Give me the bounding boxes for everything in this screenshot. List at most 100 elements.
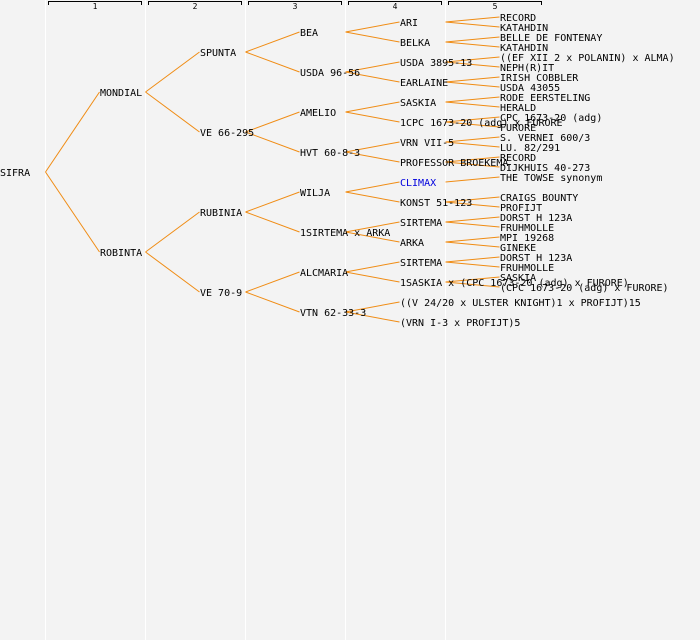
pedigree-edge	[345, 301, 400, 313]
pedigree-node-earlaine: EARLAINE	[400, 78, 448, 89]
pedigree-node-profijt: PROFIJT	[500, 203, 542, 214]
pedigree-edge	[245, 271, 300, 293]
generation-number: 3	[293, 2, 298, 11]
pedigree-edge	[345, 221, 400, 233]
pedigree-node-hvt-60-8-3: HVT 60-8-3	[300, 148, 360, 159]
pedigree-node-ve-70-9: VE 70-9	[200, 288, 242, 299]
pedigree-node-irish-cobbler: IRISH COBBLER	[500, 73, 579, 84]
pedigree-node-1sirtema-x-arka: 1SIRTEMA x ARKA	[300, 228, 390, 239]
pedigree-node-1saskia-x-cpc-1673-20-adg-x-furore: 1SASKIA x (CPC 1673-20 (adg) x FURORE)	[400, 278, 629, 289]
pedigree-edge	[245, 51, 300, 73]
pedigree-node-professor-broekema: PROFESSOR BROEKEMA	[400, 158, 508, 169]
pedigree-edge	[245, 211, 300, 233]
pedigree-edge	[445, 261, 500, 268]
pedigree-edge	[445, 101, 500, 108]
pedigree-node-katahdin: KATAHDIN	[500, 23, 548, 34]
pedigree-edge	[445, 141, 500, 148]
pedigree-node-bea: BEA	[300, 28, 318, 39]
pedigree-node-rode-eersteling: RODE EERSTELING	[500, 93, 590, 104]
pedigree-node-belka: BELKA	[400, 38, 430, 49]
pedigree-edge	[445, 216, 500, 223]
pedigree-node-furore: FURORE	[500, 123, 536, 134]
pedigree-node-dorst-h-123a: DORST H 123A	[500, 253, 572, 264]
pedigree-edge	[445, 196, 500, 203]
pedigree-edge	[445, 121, 500, 128]
pedigree-node-vtn-62-33-3: VTN 62-33-3	[300, 308, 366, 319]
pedigree-edge	[445, 241, 500, 248]
pedigree-edge	[445, 21, 500, 28]
pedigree-edge	[345, 61, 400, 73]
pedigree-node-record: RECORD	[500, 13, 536, 24]
pedigree-edge	[245, 191, 300, 213]
generation-bracket	[348, 1, 442, 5]
pedigree-node-fruhmolle: FRUHMOLLE	[500, 223, 554, 234]
pedigree-edge	[445, 81, 500, 88]
pedigree-edge	[345, 271, 400, 283]
generation-bracket	[48, 1, 142, 5]
generation-number: 2	[193, 2, 198, 11]
pedigree-node-usda-96-56: USDA 96-56	[300, 68, 360, 79]
generation-bracket	[448, 1, 542, 5]
pedigree-edge	[345, 311, 400, 323]
pedigree-edge	[445, 16, 500, 23]
pedigree-node-ari: ARI	[400, 18, 418, 29]
pedigree-node-record: RECORD	[500, 153, 536, 164]
pedigree-edge	[345, 111, 400, 123]
pedigree-node-ef-xii-2-x-polanin-x-alma: ((EF XII 2 x POLANIN) x ALMA)	[500, 53, 675, 64]
pedigree-node-mpi-19268: MPI 19268	[500, 233, 554, 244]
pedigree-edge	[445, 156, 500, 163]
pedigree-node-the-towse-synonym: THE TOWSE synonym	[500, 173, 602, 184]
pedigree-edge	[345, 151, 400, 163]
pedigree-node-v-24-20-x-ulster-knight-1-x-profijt-15: ((V 24/20 x ULSTER KNIGHT)1 x PROFIJT)15	[400, 298, 641, 309]
pedigree-edge	[445, 136, 500, 143]
pedigree-node-wilja: WILJA	[300, 188, 330, 199]
pedigree-node-vrn-vii-5: VRN VII-5	[400, 138, 454, 149]
pedigree-node-saskia: SASKIA	[400, 98, 436, 109]
pedigree-node-1cpc-1673-20-adg-x-furore: 1CPC 1673-20 (adg) x FURORE	[400, 118, 563, 129]
pedigree-edge	[145, 211, 200, 253]
pedigree-edge	[345, 71, 400, 83]
pedigree-edge	[445, 61, 500, 68]
pedigree-node-sirtema: SIRTEMA	[400, 218, 442, 229]
pedigree-node-usda-3895-13: USDA 3895-13	[400, 58, 472, 69]
generation-bracket	[248, 1, 342, 5]
pedigree-node-fruhmolle: FRUHMOLLE	[500, 263, 554, 274]
pedigree-node-gineke: GINEKE	[500, 243, 536, 254]
pedigree-edge	[345, 31, 400, 43]
pedigree-edge	[445, 276, 500, 283]
pedigree-node-alcmaria: ALCMARIA	[300, 268, 348, 279]
pedigree-node-cpc-1673-20-adg: CPC 1673-20 (adg)	[500, 113, 602, 124]
pedigree-edge	[245, 291, 300, 313]
pedigree-node-sifra: SIFRA	[0, 168, 30, 179]
pedigree-edge	[245, 131, 300, 153]
pedigree-edge	[445, 281, 500, 288]
pedigree-edge	[345, 141, 400, 153]
pedigree-edge	[145, 91, 200, 133]
pedigree-edge	[445, 221, 500, 228]
pedigree-edge	[445, 41, 500, 48]
pedigree-node-amelio: AMELIO	[300, 108, 336, 119]
pedigree-edge	[145, 51, 200, 93]
pedigree-edge	[245, 111, 300, 133]
pedigree-edge	[445, 96, 500, 103]
pedigree-node-ve-66-295: VE 66-295	[200, 128, 254, 139]
pedigree-edge	[445, 36, 500, 43]
pedigree-node-vrn-i-3-x-profijt-5: (VRN I-3 x PROFIJT)5	[400, 318, 520, 329]
pedigree-node-spunta: SPUNTA	[200, 48, 236, 59]
pedigree-node-robinta: ROBINTA	[100, 248, 142, 259]
pedigree-edge	[345, 191, 400, 203]
pedigree-node-herald: HERALD	[500, 103, 536, 114]
pedigree-node-climax[interactable]: CLIMAX	[400, 178, 436, 189]
pedigree-edge	[445, 176, 500, 183]
pedigree-node-arka: ARKA	[400, 238, 424, 249]
pedigree-edge	[445, 201, 500, 208]
pedigree-edge	[445, 116, 500, 123]
pedigree-edge	[345, 231, 400, 243]
pedigree-edge	[245, 31, 300, 53]
pedigree-node-neph-r-it: NEPH(R)IT	[500, 63, 554, 74]
pedigree-node-sirtema: SIRTEMA	[400, 258, 442, 269]
pedigree-edge	[445, 236, 500, 243]
pedigree-edge	[445, 76, 500, 83]
